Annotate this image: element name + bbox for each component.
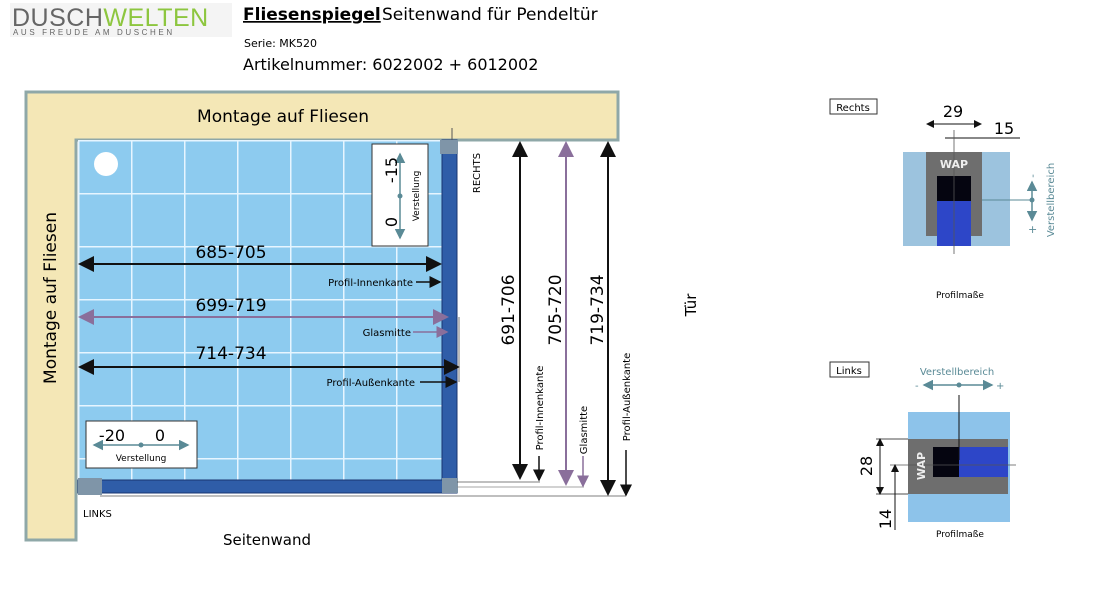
wall (24, 90, 620, 542)
profile-links-range: Verstellbereich (920, 367, 994, 378)
svg-text:685-705: 685-705 (195, 243, 266, 263)
svg-text:719-734: 719-734 (588, 274, 608, 345)
logo-dusch: DUSCH (12, 4, 103, 32)
right-adjust-box: -15 0 Verstellung (371, 143, 429, 247)
rechts-label: RECHTS (472, 153, 483, 193)
vertical-dim-glass: 705-720 Glasmitte (546, 141, 590, 488)
svg-text:DUSCHWELTEN: DUSCHWELTEN (12, 4, 209, 32)
logo: DUSCHWELTEN AUS FREUDE AM DUSCHEN (10, 3, 232, 37)
plus-sign: + (1028, 223, 1037, 236)
svg-text:Profil-Innenkante: Profil-Innenkante (328, 278, 413, 289)
links-label: LINKS (83, 509, 112, 520)
right-adjust-zero: 0 (382, 217, 401, 227)
horizontal-dim-outer: 714-734 Profil-Außenkante (78, 317, 460, 389)
profile-links-dim-b: 14 (876, 509, 895, 529)
profile-rechts-tag: Rechts (836, 103, 870, 114)
title-bold: Fliesenspiegel (243, 5, 381, 25)
svg-text:Glasmitte: Glasmitte (363, 328, 411, 339)
profile-links: Links Verstellbereich - + 28 14 WAP Prof… (829, 361, 1016, 540)
profile-rechts: Rechts 29 15 WAP Verstellbereich - + Pro… (829, 98, 1057, 301)
left-profile-cap (78, 478, 102, 495)
bottom-profile (77, 479, 458, 494)
svg-text:714-734: 714-734 (195, 344, 266, 364)
profile-links-wap: WAP (915, 452, 928, 480)
left-adjust-label: Verstellung (116, 454, 167, 464)
serie-label: Serie: MK520 (244, 37, 317, 50)
profile-links-tag: Links (836, 366, 862, 377)
wall-left-label: Montage auf Fliesen (41, 212, 61, 384)
right-adjust-label: Verstellung (412, 171, 422, 222)
profile-links-caption: Profilmaße (936, 530, 984, 540)
svg-text:705-720: 705-720 (546, 274, 566, 345)
left-adjust-box: -20 0 Verstellung (85, 420, 198, 469)
artikel-label: Artikelnummer: 6022002 + 6012002 (243, 55, 538, 74)
door-label: Tür (682, 293, 700, 318)
right-profile-cap (440, 140, 458, 154)
seitenwand-label: Seitenwand (223, 531, 311, 549)
minus-sign: - (915, 381, 919, 392)
svg-text:Profil-Außenkante: Profil-Außenkante (622, 353, 633, 441)
svg-text:691-706: 691-706 (499, 274, 519, 345)
left-adjust-zero: 0 (155, 426, 165, 445)
svg-text:Profil-Außenkante: Profil-Außenkante (327, 378, 415, 389)
logo-welten: WELTEN (103, 4, 208, 32)
svg-text:Glasmitte: Glasmitte (579, 406, 590, 454)
profile-rechts-range: Verstellbereich (1046, 163, 1057, 237)
profile-rechts-caption: Profilmaße (936, 291, 984, 301)
profile-rechts-dim-a: 29 (943, 102, 963, 121)
left-adjust-min: -20 (99, 426, 125, 445)
profile-rechts-dim-b: 15 (994, 119, 1014, 138)
wall-top-label: Montage auf Fliesen (197, 107, 369, 127)
corner-cap (442, 478, 458, 493)
svg-text:Profil-Innenkante: Profil-Innenkante (535, 366, 546, 451)
vertical-dim-outer: 719-734 Profil-Außenkante (588, 141, 633, 497)
plus-sign: + (996, 381, 1004, 392)
drain-icon (94, 152, 118, 176)
profile-links-dim-a: 28 (857, 456, 876, 476)
minus-sign: - (1028, 174, 1039, 178)
title-rest: Seitenwand für Pendeltür (382, 5, 598, 25)
vertical-dim-inner: 691-706 Profil-Innenkante (499, 141, 546, 482)
right-adjust-min: -15 (382, 157, 401, 183)
horizontal-dim-inner: 685-705 Profil-Innenkante (78, 243, 442, 289)
logo-tagline: AUS FREUDE AM DUSCHEN (13, 28, 175, 37)
svg-text:699-719: 699-719 (195, 296, 266, 316)
profile-rechts-wap: WAP (940, 158, 968, 171)
horizontal-dim-glass: 699-719 Glasmitte (78, 296, 449, 339)
